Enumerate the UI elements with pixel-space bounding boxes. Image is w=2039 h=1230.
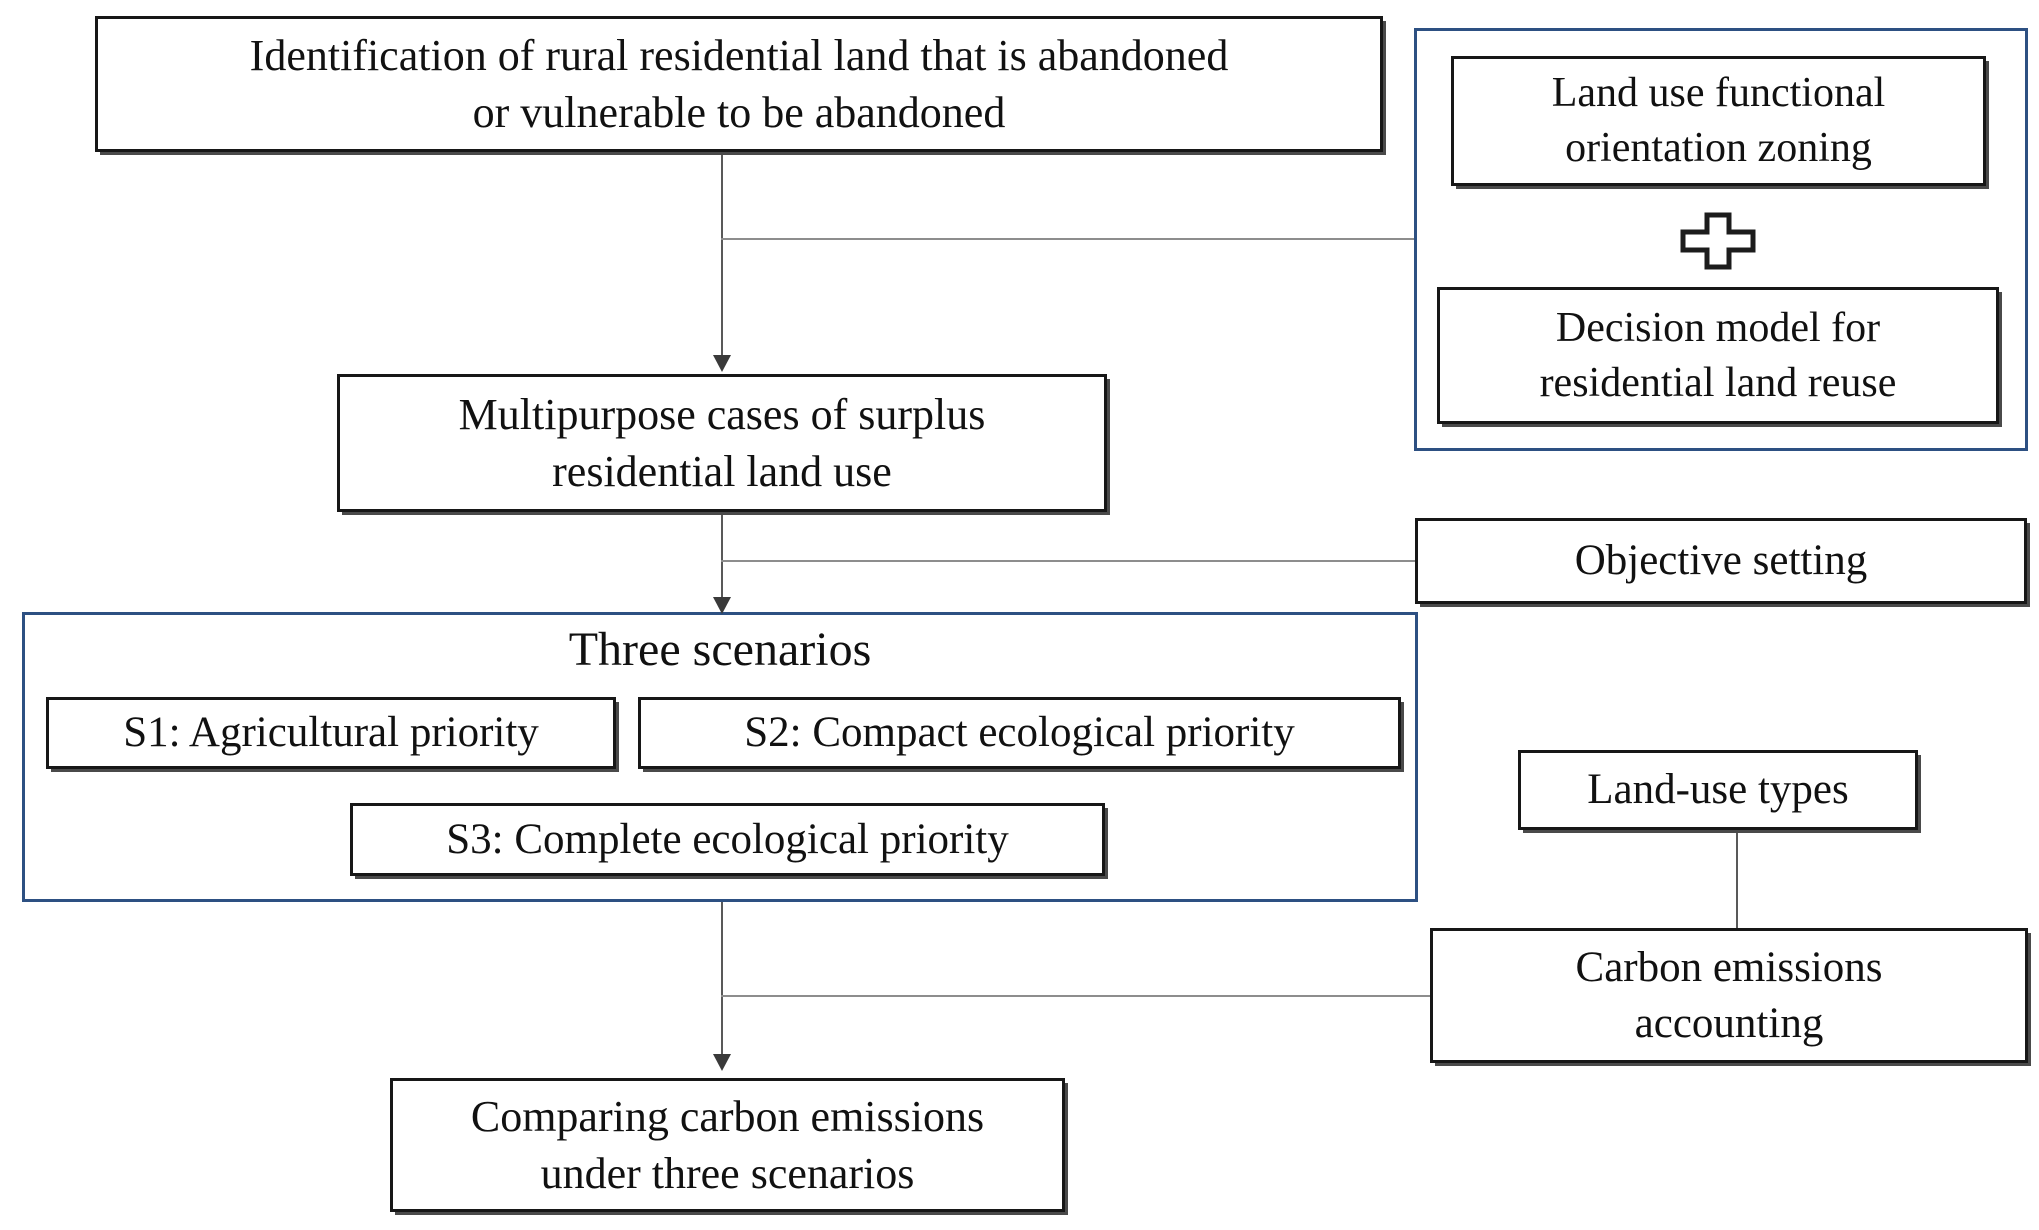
node-land-use-types: Land-use types	[1518, 750, 1918, 830]
node-scenario-s2-label: S2: Compact ecological priority	[744, 709, 1295, 757]
node-land-use-types-label: Land-use types	[1587, 766, 1849, 814]
node-zoning-line1: Land use functional	[1551, 70, 1886, 117]
arrowhead-to-comparing	[713, 1054, 731, 1071]
connector-landuse-to-carbon	[1736, 830, 1738, 930]
node-carbon-line2: accounting	[1634, 999, 1824, 1047]
node-identification-line1: Identification of rural residential land…	[249, 30, 1229, 80]
node-zoning-line2: orientation zoning	[1565, 125, 1872, 171]
node-decision-model-for-residential-land-reuse: Decision model for residential land reus…	[1437, 287, 1999, 424]
connector-carbon-to-spine	[721, 995, 1434, 997]
node-objective-label: Objective setting	[1574, 537, 1868, 585]
node-scenario-s2: S2: Compact ecological priority	[638, 697, 1401, 769]
connector-multipurpose-to-scenarios	[721, 512, 723, 600]
node-scenario-s3: S3: Complete ecological priority	[350, 803, 1105, 876]
three-scenarios-title: Three scenarios	[568, 623, 872, 676]
node-identification-line2: or vulnerable to be abandoned	[472, 88, 1006, 137]
node-multipurpose-line2: residential land use	[552, 447, 892, 496]
connector-zoning-group-to-spine	[721, 238, 1418, 240]
node-carbon-line1: Carbon emissions	[1575, 943, 1883, 991]
node-decision-line2: residential land reuse	[1539, 359, 1897, 406]
node-decision-line1: Decision model for	[1555, 304, 1881, 351]
connector-scenarios-to-comparing	[721, 902, 723, 1057]
node-scenario-s1: S1: Agricultural priority	[46, 697, 616, 769]
plus-icon	[1680, 212, 1756, 270]
node-scenario-s1-label: S1: Agricultural priority	[123, 709, 539, 757]
node-land-use-functional-orientation-zoning: Land use functional orientation zoning	[1451, 56, 1986, 186]
arrowhead-to-multipurpose	[713, 355, 731, 372]
node-scenario-s3-label: S3: Complete ecological priority	[446, 815, 1009, 863]
node-multipurpose-cases: Multipurpose cases of surplus residentia…	[337, 374, 1107, 512]
connector-objective-to-spine	[721, 560, 1419, 562]
arrowhead-to-scenarios	[713, 597, 731, 614]
node-identification: Identification of rural residential land…	[95, 16, 1383, 152]
node-objective-setting: Objective setting	[1415, 518, 2027, 604]
node-comparing-line2: under three scenarios	[540, 1149, 915, 1198]
node-multipurpose-line1: Multipurpose cases of surplus	[458, 389, 986, 439]
node-comparing-line1: Comparing carbon emissions	[470, 1091, 985, 1141]
node-carbon-emissions-accounting: Carbon emissions accounting	[1430, 928, 2028, 1063]
connector-identification-to-multipurpose	[721, 152, 723, 357]
node-comparing-carbon-emissions: Comparing carbon emissions under three s…	[390, 1078, 1065, 1212]
